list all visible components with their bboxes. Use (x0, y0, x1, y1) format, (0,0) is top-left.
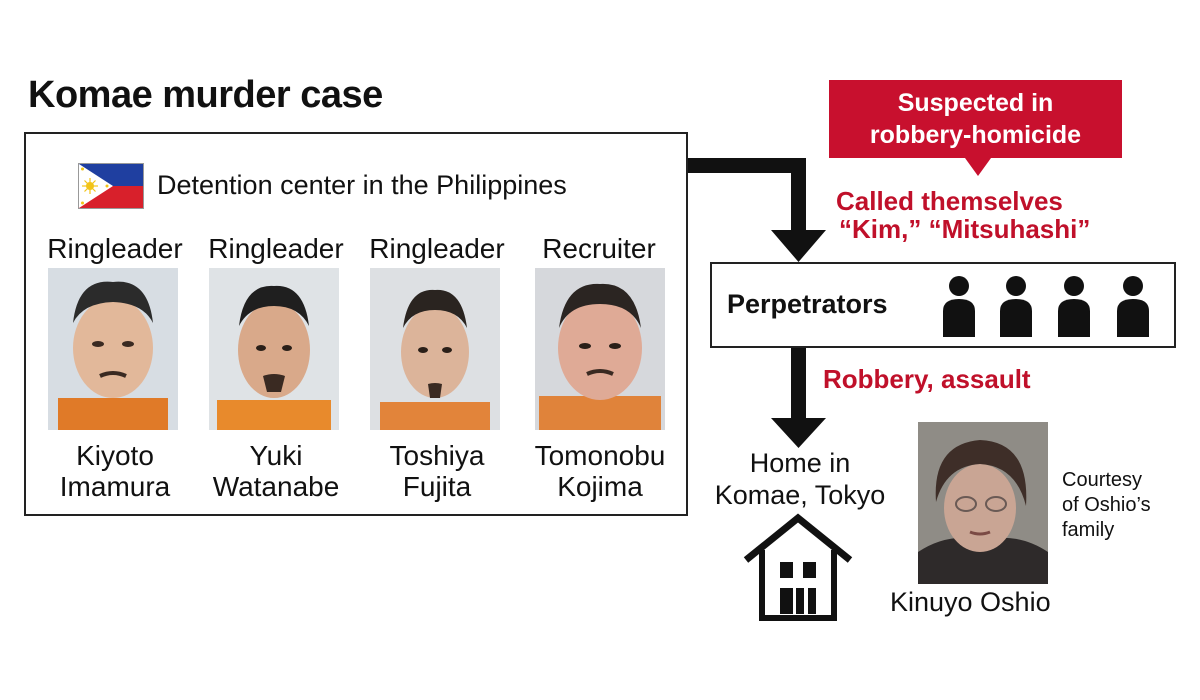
home-label-line-2: Komae, Tokyo (714, 480, 886, 510)
house-icon (743, 513, 853, 621)
suspect-photo-4 (535, 268, 665, 430)
courtesy-line-3: family (1062, 519, 1115, 541)
suspect-photo-3 (370, 268, 500, 430)
suspect-role-3: Ringleader (369, 233, 505, 264)
photo-courtesy: Courtesy of Oshio’s family (1062, 468, 1151, 543)
person-silhouette-icon (1000, 276, 1032, 337)
suspect-first-name-2: Yuki (249, 440, 303, 471)
suspect-photo-2 (209, 268, 339, 430)
suspect-role-2: Ringleader (208, 233, 344, 264)
person-silhouette-icon (1117, 276, 1149, 337)
callout-line-2: robbery-homicide (869, 121, 1082, 149)
arrow-to-home (771, 348, 826, 448)
callout-pointer (965, 158, 991, 176)
callout-line-1: Suspected in (897, 89, 1054, 117)
suspect-name-1: Kiyoto Imamura (31, 440, 199, 502)
suspect-name-2: Yuki Watanabe (192, 440, 360, 502)
victim-photo (918, 422, 1048, 584)
suspect-photo-1 (48, 268, 178, 430)
called-themselves-line-2: “Kim,” “Mitsuhashi” (839, 214, 1091, 244)
perpetrators-label: Perpetrators (727, 289, 888, 319)
suspected-callout: Suspected in robbery-homicide (829, 80, 1122, 158)
philippines-flag-icon (78, 163, 144, 209)
detention-center-label: Detention center in the Philippines (157, 170, 567, 200)
person-silhouette-icon (943, 276, 975, 337)
suspect-name-4: Tomonobu Kojima (516, 440, 684, 502)
suspect-first-name-1: Kiyoto (76, 440, 154, 471)
arrow-to-perpetrators (688, 158, 826, 262)
called-themselves-line-1: Called themselves (836, 186, 1063, 216)
home-label-line-1: Home in (749, 448, 851, 478)
suspect-role-4: Recruiter (542, 233, 656, 264)
victim-name: Kinuyo Oshio (890, 587, 1051, 617)
suspect-last-name-1: Imamura (59, 471, 171, 502)
robbery-assault-label: Robbery, assault (823, 364, 1031, 394)
suspect-first-name-3: Toshiya (389, 440, 485, 471)
suspect-last-name-4: Kojima (557, 471, 643, 502)
suspect-role-1: Ringleader (47, 233, 183, 264)
courtesy-line-2: of Oshio’s (1062, 494, 1151, 516)
person-silhouette-icon (1058, 276, 1090, 337)
page-title: Komae murder case (28, 74, 383, 116)
suspect-last-name-2: Watanabe (212, 471, 340, 502)
suspect-last-name-3: Fujita (402, 471, 472, 502)
suspect-name-3: Toshiya Fujita (353, 440, 521, 502)
home-label: Home in Komae, Tokyo (700, 447, 900, 511)
suspect-first-name-4: Tomonobu (534, 440, 666, 471)
courtesy-line-1: Courtesy (1062, 469, 1143, 491)
